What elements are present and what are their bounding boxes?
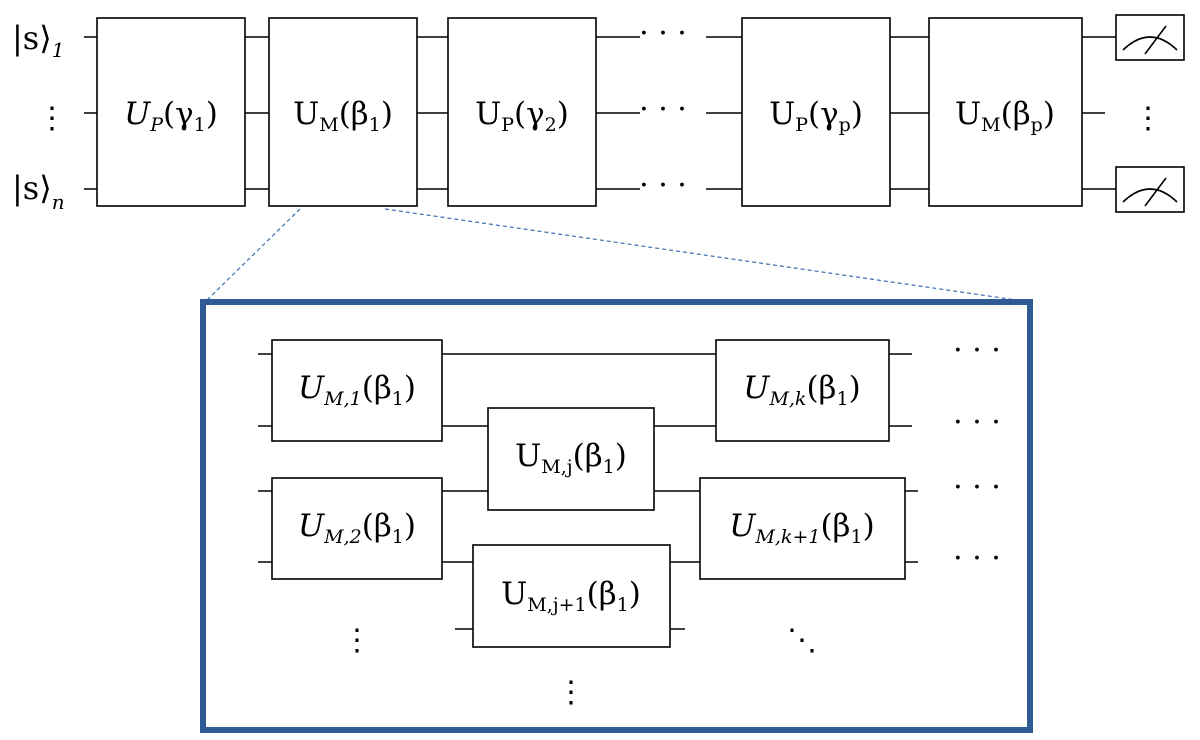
gate-up-gamma1-label: UP(γ1) xyxy=(124,96,218,136)
top-circuit: |s⟩1 |s⟩n ⋮ UP(γ1) UM(β1) UP(γ2) xyxy=(12,14,1185,214)
gate-umj-label: UM,j(β1) xyxy=(515,438,627,478)
gate-umj1-label: UM,j+1(β1) xyxy=(501,576,641,616)
gate-umk1-label: UM,k+1(β1) xyxy=(729,508,874,548)
gate-um2-label: UM,2(β1) xyxy=(298,508,416,548)
measurement-meter-icon xyxy=(1115,166,1185,213)
detail-ddots: ⋱ xyxy=(787,623,817,658)
gate-um1: UM,1(β1) xyxy=(271,339,443,442)
gate-um1-label: UM,1(β1) xyxy=(298,370,416,410)
detail-ellipsis-1: · · · xyxy=(953,333,1001,368)
gate-umk1: UM,k+1(β1) xyxy=(699,477,906,580)
gate-umk: UM,k(β1) xyxy=(715,339,890,442)
detail-vdots-left: ⋮ xyxy=(342,623,372,658)
zoom-detail: UM,1(β1) UM,2(β1) UM,j(β1) UM,j+1(β1) xyxy=(200,299,1033,733)
detail-ellipsis-3: · · · xyxy=(953,470,1001,505)
zoom-connector-right xyxy=(384,208,1031,303)
gate-up-gamma2-label: UP(γ2) xyxy=(475,96,569,136)
input-ket-last: |s⟩n xyxy=(12,169,65,214)
gate-up-gammap: UP(γp) xyxy=(741,17,891,207)
gate-up-gammap-label: UP(γp) xyxy=(769,96,863,136)
ellipsis-row-1: · · · xyxy=(639,16,687,51)
gate-umj1: UM,j+1(β1) xyxy=(472,544,671,648)
gate-up-gamma2: UP(γ2) xyxy=(447,17,597,207)
detail-vdots-bottom: ⋮ xyxy=(556,675,586,710)
gate-umk-label: UM,k(β1) xyxy=(743,370,860,410)
ellipsis-row-middle: · · · xyxy=(639,92,687,127)
zoom-detail-frame xyxy=(200,299,1033,733)
detail-ellipsis-4: · · · xyxy=(953,541,1001,576)
input-vdots: ⋮ xyxy=(37,101,67,136)
zoom-connectors xyxy=(204,208,1031,303)
output-vdots: ⋮ xyxy=(1133,101,1163,136)
gate-um-beta1: UM(β1) xyxy=(268,17,418,207)
ellipsis-row-n: · · · xyxy=(639,168,687,203)
gate-um-betap: UM(βp) xyxy=(928,17,1083,207)
measurement-meter-icon xyxy=(1115,14,1185,61)
gate-um-beta1-label: UM(β1) xyxy=(293,96,393,136)
detail-ellipsis-2: · · · xyxy=(953,405,1001,440)
gate-umj: UM,j(β1) xyxy=(487,407,655,511)
gate-um2: UM,2(β1) xyxy=(271,477,443,580)
input-ket-first: |s⟩1 xyxy=(12,19,64,62)
gate-up-gamma1: UP(γ1) xyxy=(96,17,246,207)
gate-um-betap-label: UM(βp) xyxy=(955,96,1055,136)
zoom-connector-left xyxy=(204,208,301,303)
